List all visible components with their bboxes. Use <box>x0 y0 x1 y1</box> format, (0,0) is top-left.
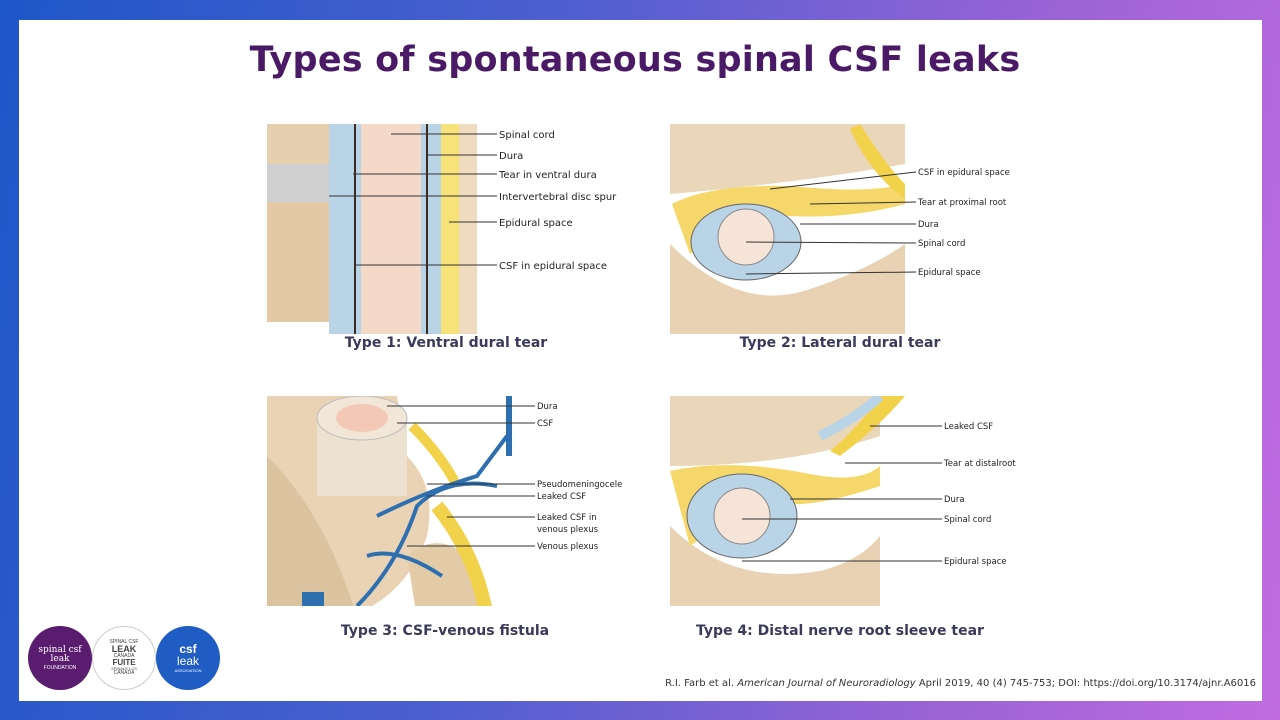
spinal-csf-leak-foundation-logo: spinal csf leak FOUNDATION <box>28 626 92 690</box>
label: Pseudomeningocele <box>537 480 622 490</box>
csf-venous-fistula-illustration: Dura CSF Pseudomeningocele Leaked CSF Le… <box>267 396 679 606</box>
spinal-csf-leak-canada-logo: SPINAL CSF LEAK CANADA FUITE SPINALE LCS… <box>92 626 156 690</box>
label: Intervertebral disc spur <box>499 192 617 203</box>
label: Venous plexus <box>537 542 599 552</box>
page-title: Types of spontaneous spinal CSF leaks <box>249 40 1021 80</box>
logo-text: LEAK <box>111 644 137 654</box>
logo-text: CANADA <box>113 670 135 676</box>
logo-text: csf <box>179 642 197 656</box>
citation-journal: American Journal of Neuroradiology <box>737 678 916 689</box>
logo-text: CANADA <box>113 653 135 659</box>
label: venous plexus <box>537 525 599 535</box>
label: Epidural space <box>499 218 573 229</box>
caption-type-4: Type 4: Distal nerve root sleeve tear <box>696 623 984 639</box>
label: Leaked CSF <box>944 422 993 432</box>
label: CSF in epidural space <box>499 261 607 272</box>
lateral-tear-illustration: CSF in epidural space Tear at proximal r… <box>670 124 1082 334</box>
caption-type-3: Type 3: CSF-venous fistula <box>340 623 550 639</box>
label: Leaked CSF in <box>537 513 597 523</box>
label: Spinal cord <box>499 130 555 141</box>
panel-type-2: CSF in epidural space Tear at proximal r… <box>670 124 1082 334</box>
logo-text: SPINAL CSF <box>109 639 139 645</box>
label: CSF <box>537 419 553 429</box>
citation-authors: R.I. Farb et al. <box>665 678 735 689</box>
label: Spinal cord <box>918 239 965 249</box>
logo-text: spinal csf leak <box>38 644 82 664</box>
csf-leak-association-logo: csf leak ASSOCIATION <box>156 626 220 690</box>
label: Tear at distalroot <box>943 459 1016 469</box>
label: Tear in ventral dura <box>498 170 597 181</box>
label: CSF in epidural space <box>918 168 1010 178</box>
label: Leaked CSF <box>537 492 586 502</box>
caption-type-2: Type 2: Lateral dural tear <box>739 335 941 351</box>
panel-type-4: Leaked CSF Tear at distalroot Dura Spina… <box>670 396 1082 606</box>
panel-type-3: Dura CSF Pseudomeningocele Leaked CSF Le… <box>267 396 679 606</box>
label: Dura <box>944 495 965 505</box>
label: Tear at proximal root <box>917 198 1007 208</box>
distal-root-tear-illustration: Leaked CSF Tear at distalroot Dura Spina… <box>670 396 1082 606</box>
ventral-tear-illustration: Spinal cord Dura Tear in ventral dura In… <box>267 124 679 334</box>
label: Dura <box>537 402 558 412</box>
label: Spinal cord <box>944 515 991 525</box>
logo-text: FUITE <box>112 658 136 667</box>
label: Dura <box>499 151 523 162</box>
logo-text: SPINALE LCS <box>111 666 137 671</box>
logo-text: leak <box>176 654 199 668</box>
label: Epidural space <box>918 268 981 278</box>
logo-text: FOUNDATION <box>43 664 77 671</box>
logo-text: ASSOCIATION <box>174 668 202 673</box>
citation: R.I. Farb et al. American Journal of Neu… <box>665 678 1256 689</box>
citation-details: April 2019, 40 (4) 745-753; DOI: https:/… <box>918 678 1256 689</box>
label: Epidural space <box>944 557 1007 567</box>
caption-type-1: Type 1: Ventral dural tear <box>344 335 548 351</box>
label: Dura <box>918 220 939 230</box>
panel-type-1: Spinal cord Dura Tear in ventral dura In… <box>267 124 679 334</box>
